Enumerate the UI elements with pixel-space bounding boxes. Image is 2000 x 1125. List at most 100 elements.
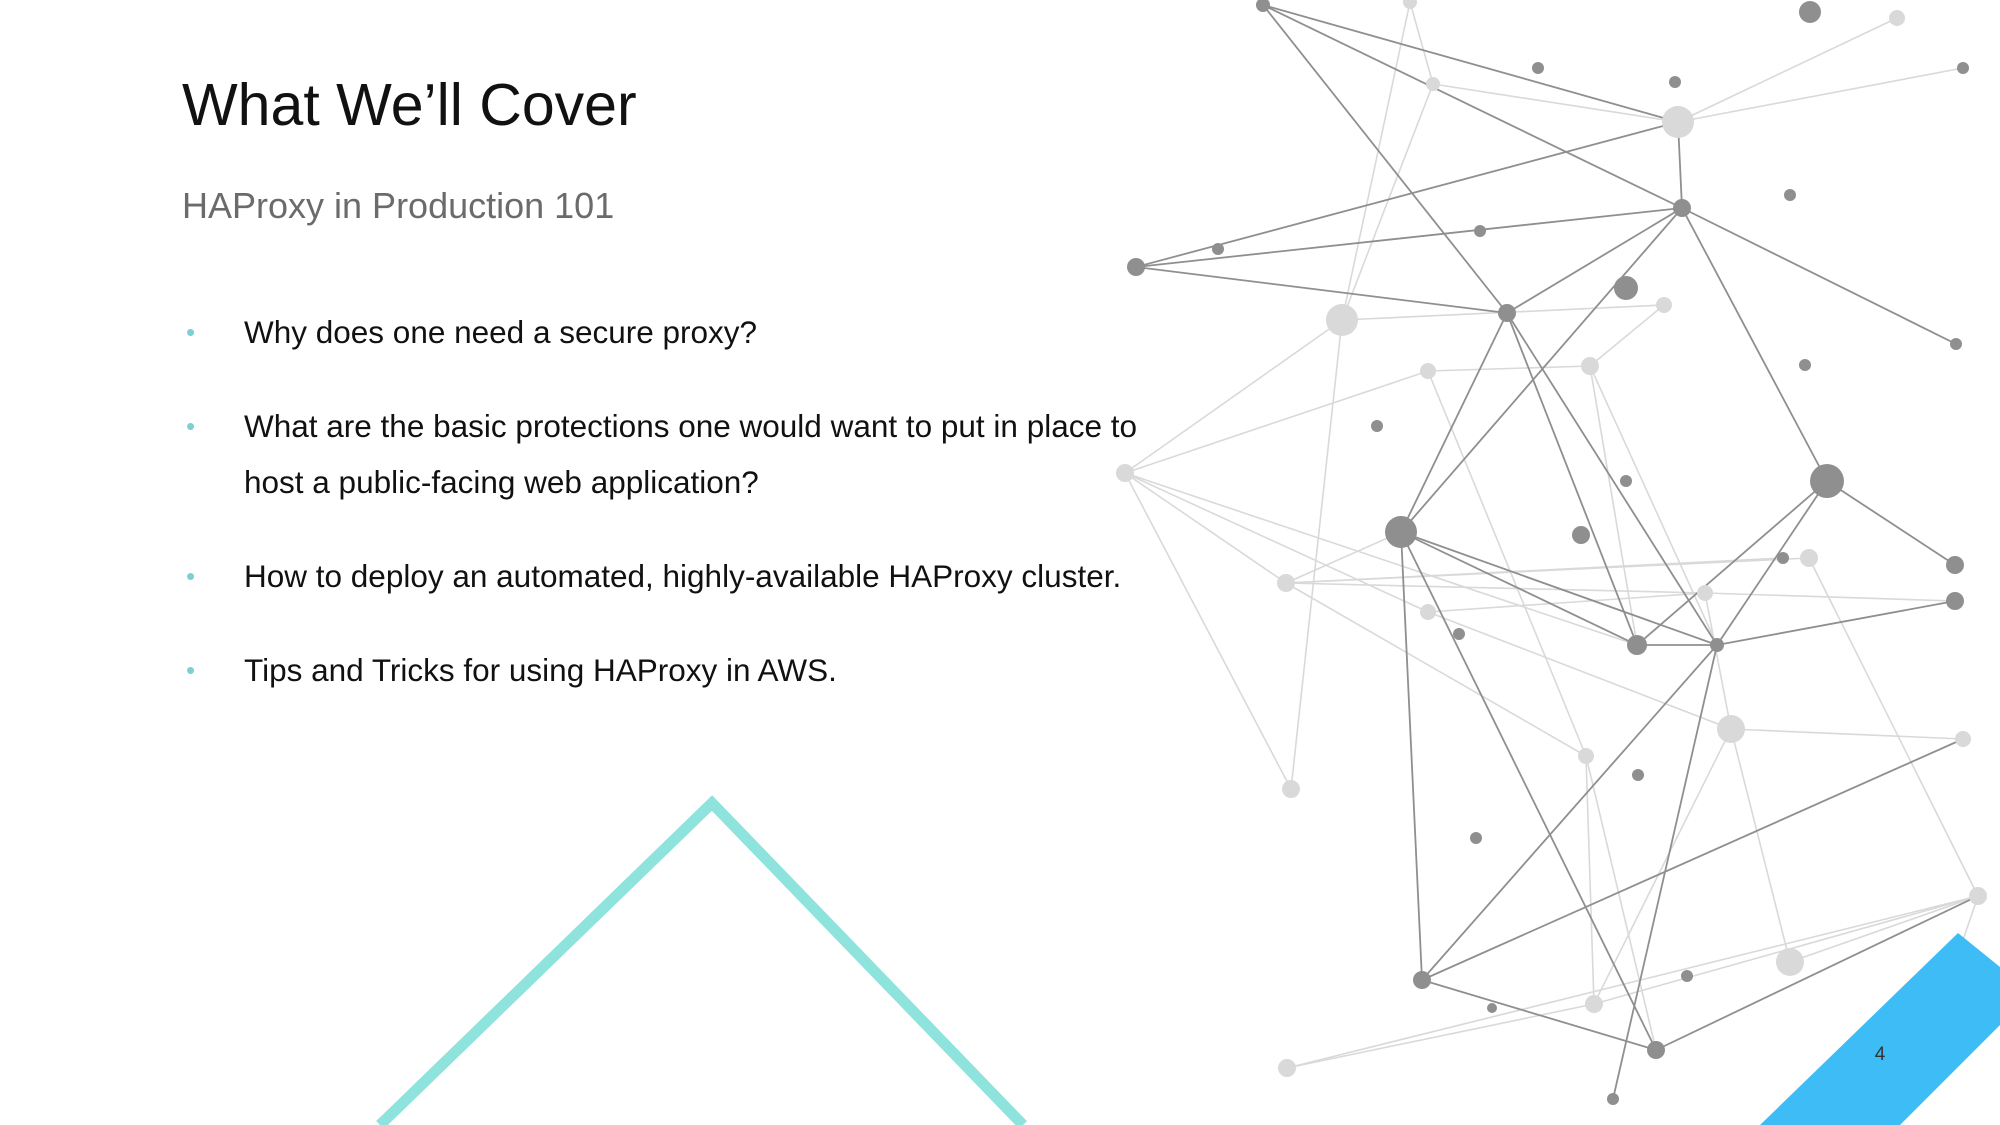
network-node xyxy=(1946,592,1964,610)
network-edge xyxy=(1124,472,1287,584)
network-edge xyxy=(1427,365,1591,372)
network-edge xyxy=(1585,755,1595,1005)
network-edge xyxy=(1716,480,1828,646)
network-edge xyxy=(1421,738,1964,981)
network-edge xyxy=(1290,319,1343,790)
network-edge xyxy=(1135,266,1508,314)
network-node xyxy=(1614,276,1638,300)
network-node xyxy=(1946,556,1964,574)
network-edge xyxy=(1677,17,1898,123)
network-node xyxy=(1453,628,1465,640)
network-node xyxy=(1776,948,1804,976)
network-edge xyxy=(1341,1,1411,321)
bullet-list: • Why does one need a secure proxy? • Wh… xyxy=(182,304,1202,736)
network-node xyxy=(1420,363,1436,379)
network-node xyxy=(1403,0,1417,9)
network-node xyxy=(1681,970,1693,982)
network-node xyxy=(1647,1041,1665,1059)
network-edge xyxy=(1285,582,1587,757)
network-node xyxy=(1278,1059,1296,1077)
network-node xyxy=(1607,1093,1619,1105)
bullet-dot-icon: • xyxy=(186,655,196,685)
network-edge xyxy=(1506,207,1683,314)
network-edge xyxy=(1704,592,1732,730)
network-node xyxy=(1277,574,1295,592)
network-edge xyxy=(1124,472,1292,790)
network-node xyxy=(1256,0,1270,12)
network-node xyxy=(1673,199,1691,217)
bullet-dot-icon: • xyxy=(186,561,196,591)
slide-title: What We’ll Cover xyxy=(182,72,637,138)
network-node xyxy=(1955,731,1971,747)
network-edge xyxy=(1427,611,1732,730)
network-edge xyxy=(1400,531,1657,1051)
network-edge xyxy=(1432,83,1679,123)
network-edge xyxy=(1589,304,1665,367)
network-edge xyxy=(1400,531,1638,646)
network-edges-dark xyxy=(1135,4,1979,1100)
network-edge xyxy=(1341,83,1434,321)
network-node xyxy=(1426,77,1440,91)
network-edge xyxy=(1655,895,1979,1051)
network-edge xyxy=(1506,312,1718,646)
network-node xyxy=(1799,1,1821,23)
bullet-text: Why does one need a secure proxy? xyxy=(244,314,758,350)
network-edge xyxy=(1285,557,1784,584)
network-edge xyxy=(1826,480,1956,566)
network-node xyxy=(1950,338,1962,350)
bullet-dot-icon: • xyxy=(186,317,196,347)
bullet-dot-icon: • xyxy=(186,411,196,441)
network-edge xyxy=(1135,121,1679,268)
network-edge xyxy=(1124,370,1429,474)
bullet-item: • Why does one need a secure proxy? xyxy=(182,304,1202,360)
network-node xyxy=(1969,887,1987,905)
network-edge xyxy=(1421,644,1718,981)
network-node xyxy=(1810,464,1844,498)
network-node xyxy=(1282,780,1300,798)
slide-subtitle: HAProxy in Production 101 xyxy=(182,185,615,226)
network-edge xyxy=(1677,67,1964,123)
network-node xyxy=(1474,225,1486,237)
network-edge xyxy=(1681,207,1957,345)
network-node xyxy=(1326,304,1358,336)
network-edge xyxy=(1409,1,1434,85)
network-node xyxy=(1572,526,1590,544)
network-node xyxy=(1620,475,1632,487)
network-edge xyxy=(1636,480,1828,646)
network-edge xyxy=(1400,207,1683,533)
network-node xyxy=(1532,62,1544,74)
network-node xyxy=(1669,76,1681,88)
network-edge xyxy=(1262,4,1683,209)
network-node xyxy=(1710,638,1724,652)
network-node xyxy=(1889,10,1905,26)
network-node xyxy=(1127,258,1145,276)
teal-triangle-outline xyxy=(376,795,1027,1125)
network-edges-light xyxy=(1124,1,1979,1094)
network-edge xyxy=(1285,582,1706,594)
network-node xyxy=(1578,748,1594,764)
network-edge xyxy=(1286,1003,1595,1069)
network-node xyxy=(1957,62,1969,74)
network-node xyxy=(1662,106,1694,138)
network-edge xyxy=(1427,370,1587,757)
network-edge xyxy=(1789,895,1979,963)
network-node xyxy=(1697,585,1713,601)
network-node xyxy=(1116,464,1134,482)
bullet-item: • How to deploy an automated, highly-ava… xyxy=(182,548,1202,604)
bullet-item: • What are the basic protections one wou… xyxy=(182,398,1202,510)
network-edge xyxy=(1704,592,1956,602)
bullet-text: Tips and Tricks for using HAProxy in AWS… xyxy=(244,652,837,688)
network-nodes xyxy=(1116,0,1987,1105)
network-node xyxy=(1413,971,1431,989)
network-edge xyxy=(1730,728,1791,963)
bullet-text: How to deploy an automated, highly-avail… xyxy=(244,558,1122,594)
network-edge xyxy=(1400,531,1718,646)
network-edge xyxy=(1262,4,1679,123)
network-edge xyxy=(1506,312,1638,646)
network-edge xyxy=(1285,531,1402,584)
network-node xyxy=(1581,357,1599,375)
network-node xyxy=(1487,1003,1497,1013)
network-edge xyxy=(1135,207,1683,268)
network-node xyxy=(1717,715,1745,743)
